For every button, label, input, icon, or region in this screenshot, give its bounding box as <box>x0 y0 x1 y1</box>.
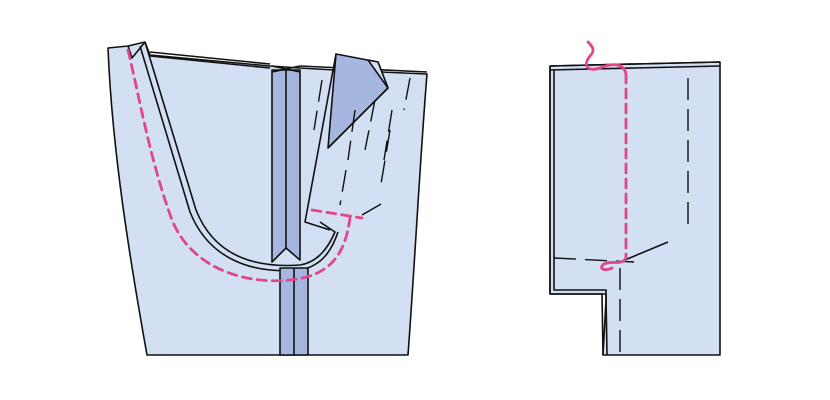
right-top-hem <box>549 61 721 71</box>
right-dash-marks <box>619 78 689 355</box>
left-neckline-curve <box>144 41 336 267</box>
right-diagonal-line <box>619 241 669 263</box>
lapel-edge <box>304 53 389 231</box>
right-thread-knot <box>600 256 628 272</box>
left-thread-stitch <box>126 48 364 283</box>
center-placket-lines <box>285 70 295 355</box>
right-garment-panel <box>549 40 721 356</box>
right-panel-body <box>549 61 721 356</box>
right-left-edge <box>549 66 608 356</box>
center-placket-knot <box>271 65 301 73</box>
lapel-fold <box>367 59 389 89</box>
left-garment-panel <box>107 41 428 356</box>
right-thread-stitch <box>585 40 628 76</box>
left-dash-marks <box>313 77 411 216</box>
